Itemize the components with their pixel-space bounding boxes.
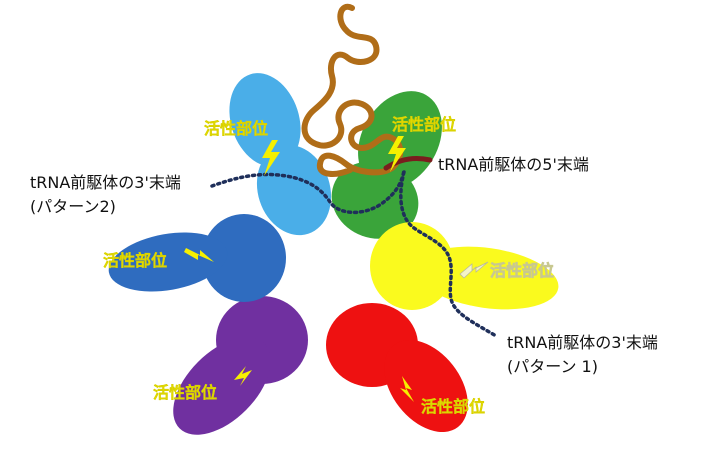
- trna-5prime-strand: [383, 155, 433, 171]
- trna-5prime-label: tRNA前駆体の5'末端: [438, 155, 589, 174]
- subunit-purple: [173, 296, 308, 435]
- subunit-red: [326, 303, 468, 433]
- subunit-light-blue: [229, 73, 332, 236]
- trna-3prime-pattern-1-label-line1: tRNA前駆体の3'末端: [507, 333, 658, 352]
- trna-3prime-pattern-2-label-line2: (パターン2): [30, 197, 116, 216]
- active-site-label-light-blue: 活性部位: [204, 119, 268, 138]
- active-site-label-green: 活性部位: [392, 115, 456, 134]
- lightning-bolt-icon: [400, 376, 414, 402]
- trna-3prime-path-pattern-1: [399, 170, 498, 338]
- active-site-label-yellow: 活性部位: [490, 261, 554, 280]
- lightning-bolt-icon: [184, 248, 214, 262]
- lightning-bolt-icon: [262, 140, 280, 176]
- active-site-label-red: 活性部位: [421, 397, 485, 416]
- trna-3prime-pattern-1-label-line2: (パターン 1): [507, 357, 598, 376]
- active-site-label-purple: 活性部位: [153, 383, 217, 402]
- active-site-label-dark-blue: 活性部位: [103, 251, 167, 270]
- lightning-bolt-icon: [459, 261, 489, 279]
- lightning-bolt-icon: [388, 136, 406, 172]
- rna-tangle-strand: [301, 3, 404, 177]
- subunit-dark-blue: [108, 214, 286, 302]
- lightning-bolt-icon: [234, 366, 252, 386]
- trna-3prime-pattern-2-label-line1: tRNA前駆体の3'末端: [30, 173, 181, 192]
- trna-3prime-path-pattern-2: [210, 168, 406, 215]
